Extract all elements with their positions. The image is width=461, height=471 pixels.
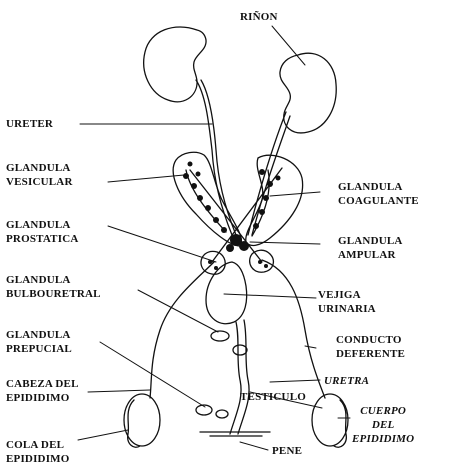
label-uretra: URETRA xyxy=(324,374,369,388)
label-rinon: RIÑON xyxy=(240,10,278,24)
label-ureter: URETER xyxy=(6,117,53,131)
vas-deferens-left xyxy=(150,262,214,398)
left-kidney xyxy=(144,27,206,102)
right-ureter-inner xyxy=(252,116,290,235)
vas-deferens-right xyxy=(262,260,325,398)
left-epididymis xyxy=(128,400,140,447)
right-epididymis xyxy=(334,400,346,447)
bladder xyxy=(206,262,247,324)
label-testiculo: TESTICULO xyxy=(240,390,306,404)
right-ureter xyxy=(248,112,286,235)
left-testis xyxy=(124,394,160,446)
label-pene: PENE xyxy=(272,444,302,458)
right-testis xyxy=(312,394,348,446)
left-ureter xyxy=(196,80,232,235)
urethra xyxy=(230,322,241,434)
